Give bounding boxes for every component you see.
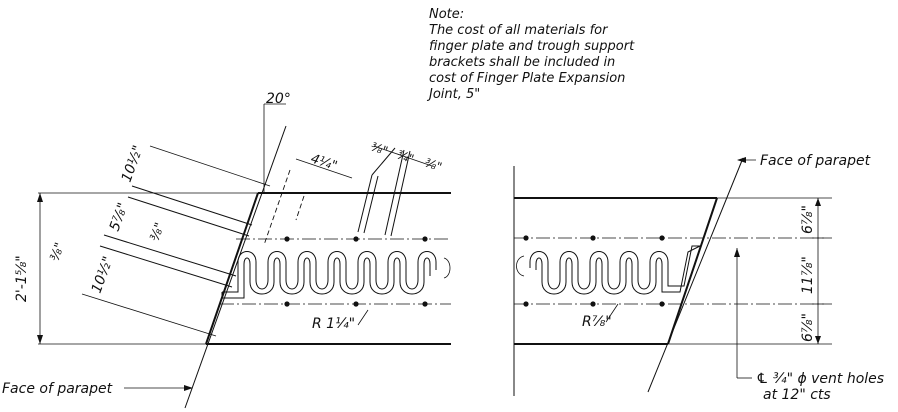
- left-finger-trough: [221, 251, 451, 299]
- left-small-dim-label: ⅜": [48, 241, 68, 264]
- left-upper-dim-label: 10½": [119, 143, 147, 184]
- vent-holes-label-1: ℄ ¾" ϕ vent holes: [756, 371, 884, 387]
- right-parapet-line: [647, 157, 744, 393]
- note-line-2: finger plate and trough support: [429, 39, 635, 54]
- top-clearance-b-label: ¾": [395, 148, 416, 167]
- left-vent-holes: [284, 236, 428, 307]
- overall-width-label: 2'-1⅝": [14, 255, 30, 302]
- note-block: Note: The cost of all materials for fing…: [426, 7, 635, 102]
- finger-spacing-label: 4¼": [309, 152, 339, 175]
- finger-plate-bars: [357, 145, 433, 237]
- face-of-parapet-left-label: Face of parapet: [2, 381, 113, 397]
- angle-label: 20°: [266, 91, 291, 107]
- right-slab: [513, 166, 832, 396]
- support-brackets: [81, 145, 271, 337]
- overall-width-dimension: [37, 193, 43, 344]
- radius-right-label: R⅞": [582, 314, 612, 330]
- vent-holes-label-2: at 12" cts: [763, 387, 831, 403]
- right-upper-dim-label: 6⅞": [800, 205, 816, 234]
- note-line-4: cost of Finger Plate Expansion: [429, 71, 625, 86]
- right-lower-dim-label: 6⅞": [800, 313, 816, 342]
- left-middle-dim-label: 5⅞": [107, 201, 132, 234]
- hidden-finger-outline: [263, 158, 353, 246]
- note-line-3: brackets shall be included in: [429, 55, 615, 70]
- right-middle-dim-label: 11⅞": [800, 256, 816, 294]
- right-finger-trough: [516, 245, 701, 295]
- radius-left-label: R 1¼": [312, 316, 355, 332]
- face-of-parapet-right-label: Face of parapet: [760, 153, 871, 169]
- top-clearance-c-label: ⅜": [423, 156, 444, 175]
- right-vent-holes: [523, 235, 665, 307]
- note-heading: Note:: [429, 7, 464, 22]
- right-dimension: [812, 198, 824, 344]
- top-clearance-a-label: ⅜": [369, 140, 390, 159]
- note-line-5: Joint, 5": [426, 87, 480, 102]
- note-line-1: The cost of all materials for: [429, 23, 609, 38]
- left-lower-dim-label: 10½": [89, 254, 117, 295]
- left-parapet-line: [184, 125, 287, 409]
- left-slab: [38, 192, 451, 345]
- left-inner-small-dim-label: ⅜": [148, 221, 168, 244]
